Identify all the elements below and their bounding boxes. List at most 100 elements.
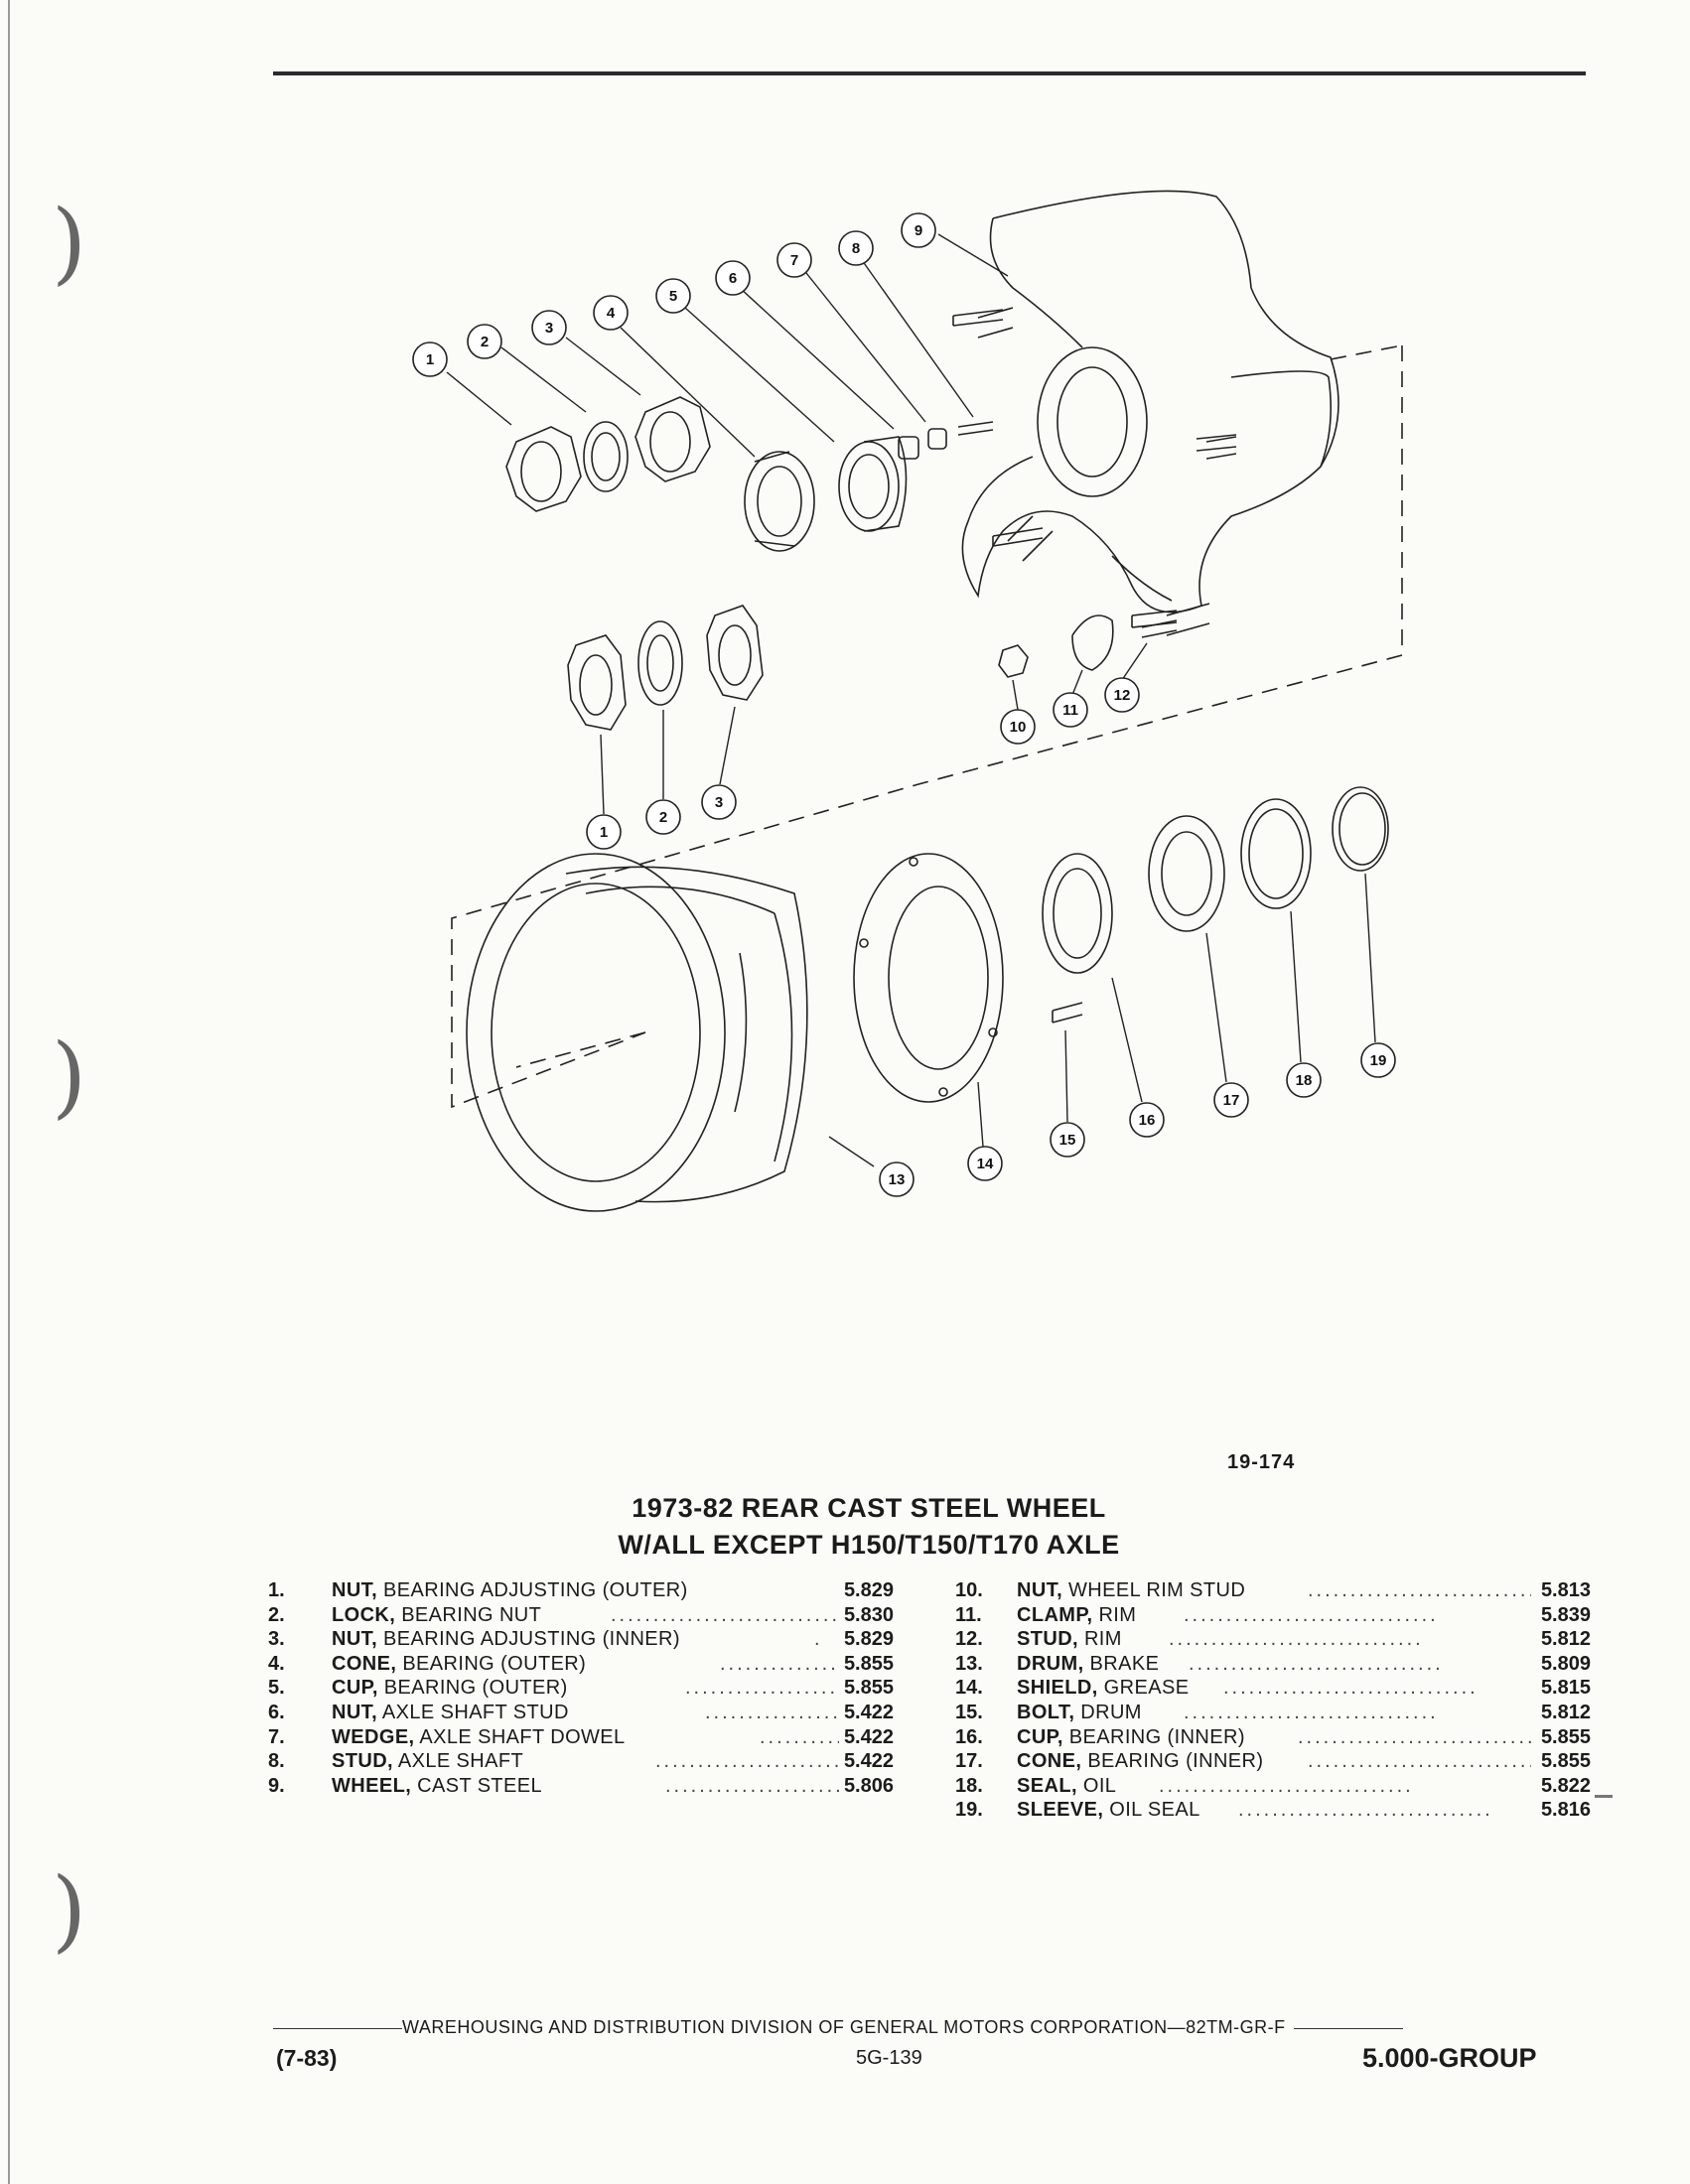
part-description: DRUM	[1080, 1701, 1142, 1723]
part-description: BEARING (OUTER)	[383, 1677, 568, 1700]
svg-text:12: 12	[1114, 687, 1131, 704]
svg-text:19: 19	[1370, 1052, 1387, 1069]
parts-list-left: 1.NUT, BEARING ADJUSTING (OUTER).5.829 2…	[268, 1578, 894, 1798]
callout: 19	[1360, 1042, 1396, 1078]
callout: 13	[879, 1161, 915, 1197]
group-code: 5.815	[1540, 1677, 1591, 1700]
callout: 14	[967, 1146, 1003, 1181]
callout: 17	[1213, 1082, 1249, 1118]
exploded-parts-diagram: 1 2 3 4 5 6 7 8 9 10 11 12 1 2 3 13 14 1…	[412, 190, 1403, 1212]
dot-leader: ..............................	[720, 1652, 839, 1675]
part-noun: WEDGE,	[332, 1725, 415, 1748]
part-noun: NUT,	[332, 1579, 378, 1601]
svg-text:16: 16	[1139, 1112, 1156, 1129]
footer-page-number: 5G-139	[856, 2047, 922, 2069]
svg-text:13: 13	[889, 1171, 906, 1188]
item-number: 13.	[955, 1652, 983, 1675]
part-description: OIL SEAL	[1109, 1799, 1200, 1822]
callout: 11	[1053, 692, 1088, 728]
dot-leader: ..............................	[760, 1725, 839, 1748]
callout: 15	[1050, 1122, 1085, 1158]
figure-number: 19-174	[1227, 1451, 1296, 1473]
part-noun: CLAMP,	[1017, 1603, 1093, 1626]
item-number: 9.	[268, 1774, 285, 1797]
item-number: 1.	[268, 1579, 285, 1601]
group-code: 5.830	[843, 1603, 894, 1626]
table-row: 16. CUP, BEARING (INNER).................…	[955, 1725, 1591, 1750]
dot-leader: ..............................	[1189, 1652, 1444, 1675]
part-description: BEARING (INNER)	[1087, 1750, 1264, 1773]
svg-text:7: 7	[790, 252, 798, 269]
svg-text:1: 1	[426, 351, 434, 368]
callout: 2	[467, 324, 502, 359]
oil-seal-sleeve-drawing	[1332, 786, 1389, 872]
part-noun: STUD,	[1017, 1628, 1078, 1651]
parts-list-right: 10.NUT, WHEEL RIM STUD..................…	[955, 1578, 1591, 1823]
binder-edge-line	[8, 0, 10, 2184]
group-code: 5.829	[843, 1628, 894, 1651]
part-description: BEARING ADJUSTING (INNER)	[383, 1628, 680, 1651]
callout: 3	[531, 310, 567, 345]
dot-leader: .	[665, 1579, 674, 1601]
table-row: 12.STUD, RIM............................…	[955, 1627, 1591, 1652]
part-description: WHEEL RIM STUD	[1068, 1579, 1246, 1601]
inner-cone-drawing	[1148, 815, 1225, 932]
dot-leader: ..............................	[1223, 1677, 1479, 1700]
part-noun: CONE,	[332, 1652, 397, 1675]
item-number: 8.	[268, 1750, 285, 1773]
svg-text:18: 18	[1296, 1072, 1313, 1089]
stud-drawings	[952, 309, 1237, 628]
item-number: 4.	[268, 1652, 285, 1675]
item-number: 15.	[955, 1701, 983, 1723]
svg-text:11: 11	[1062, 702, 1078, 719]
page-title: 1973-82 REAR CAST STEEL WHEEL	[632, 1493, 1106, 1523]
callout: 1	[586, 814, 622, 850]
dot-leader: ..............................	[1298, 1725, 1531, 1748]
group-code: 5.855	[1540, 1750, 1591, 1773]
callout: 2	[645, 799, 681, 835]
table-row: 4. CONE, BEARING (OUTER).................…	[268, 1652, 894, 1677]
item-number: 16.	[955, 1725, 983, 1748]
item-number: 14.	[955, 1677, 983, 1700]
callout: 4	[593, 295, 629, 331]
item-number: 2.	[268, 1603, 285, 1626]
svg-text:9: 9	[915, 222, 922, 239]
svg-text:15: 15	[1059, 1132, 1076, 1149]
part-description: RIM	[1098, 1603, 1137, 1626]
table-row: 9.WHEEL, CAST STEEL.....................…	[268, 1774, 894, 1799]
group-code: 5.809	[1540, 1652, 1591, 1675]
dot-leader: ..............................	[685, 1677, 839, 1700]
assembly-dash-line	[451, 345, 1403, 1109]
table-row: 18.SEAL, OIL............................…	[955, 1774, 1591, 1799]
dot-leader: ..............................	[1159, 1774, 1414, 1797]
callout: 3	[701, 784, 737, 820]
footer-date: (7-83)	[276, 2045, 338, 2071]
group-code: 5.816	[1540, 1799, 1591, 1822]
svg-text:1: 1	[600, 824, 608, 841]
group-code: 5.855	[843, 1677, 894, 1700]
group-code: 5.855	[843, 1652, 894, 1675]
part-noun: SHIELD,	[1017, 1677, 1098, 1700]
part-noun: NUT,	[1017, 1579, 1063, 1601]
part-noun: DRUM,	[1017, 1652, 1084, 1675]
callout-leaders	[446, 233, 1376, 1167]
table-row: 17.CONE, BEARING (INNER)................…	[955, 1749, 1591, 1774]
table-row: 14.SHIELD, GREASE.......................…	[955, 1676, 1591, 1701]
dot-leader: ..............................	[1308, 1750, 1531, 1773]
part-noun: BOLT,	[1017, 1701, 1075, 1723]
table-row: 7.WEDGE, AXLE SHAFT DOWEL...............…	[268, 1725, 894, 1750]
upper-small-parts	[505, 396, 994, 552]
part-noun: LOCK,	[332, 1603, 396, 1626]
part-description: BEARING (OUTER)	[402, 1652, 587, 1675]
svg-text:3: 3	[715, 794, 723, 811]
group-code: 5.422	[843, 1701, 894, 1723]
page-subtitle: W/ALL EXCEPT H150/T150/T170 AXLE	[618, 1530, 1120, 1560]
part-description: BEARING (INNER)	[1068, 1725, 1245, 1748]
table-row: 5.CUP, BEARING (OUTER)..................…	[268, 1676, 894, 1701]
part-noun: CUP,	[1017, 1725, 1063, 1748]
svg-text:6: 6	[729, 270, 737, 287]
group-code: 5.839	[1540, 1603, 1591, 1626]
callout: 7	[776, 242, 812, 278]
svg-text:10: 10	[1010, 719, 1027, 736]
group-code: 5.812	[1540, 1628, 1591, 1651]
